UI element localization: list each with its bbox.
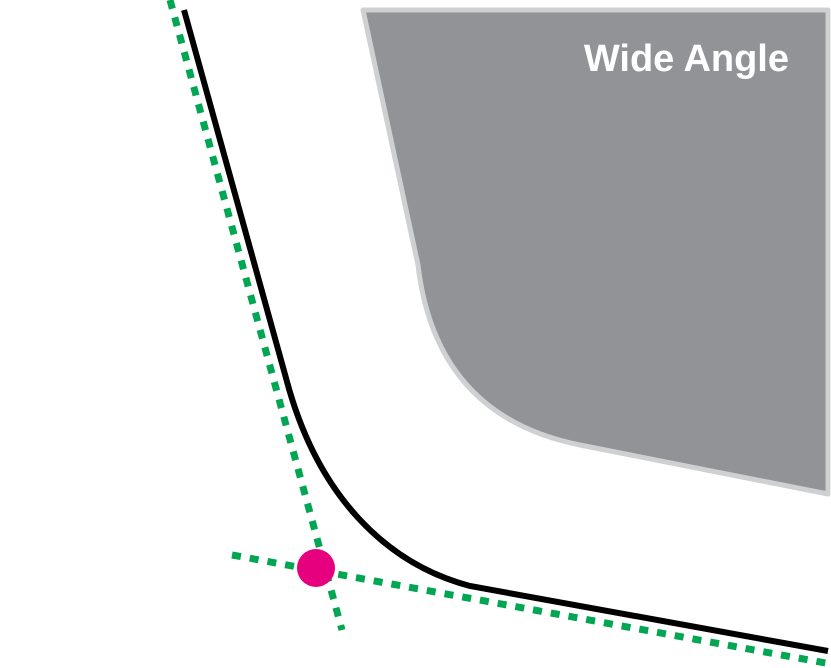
rounded-corner-curve [181,9,829,654]
tangent-line-shallow [231,551,831,668]
wide-angle-shape [360,7,831,497]
wide-angle-label: Wide Angle [584,38,789,80]
vertex-point [297,549,335,587]
tangent-line-steep [166,0,346,631]
